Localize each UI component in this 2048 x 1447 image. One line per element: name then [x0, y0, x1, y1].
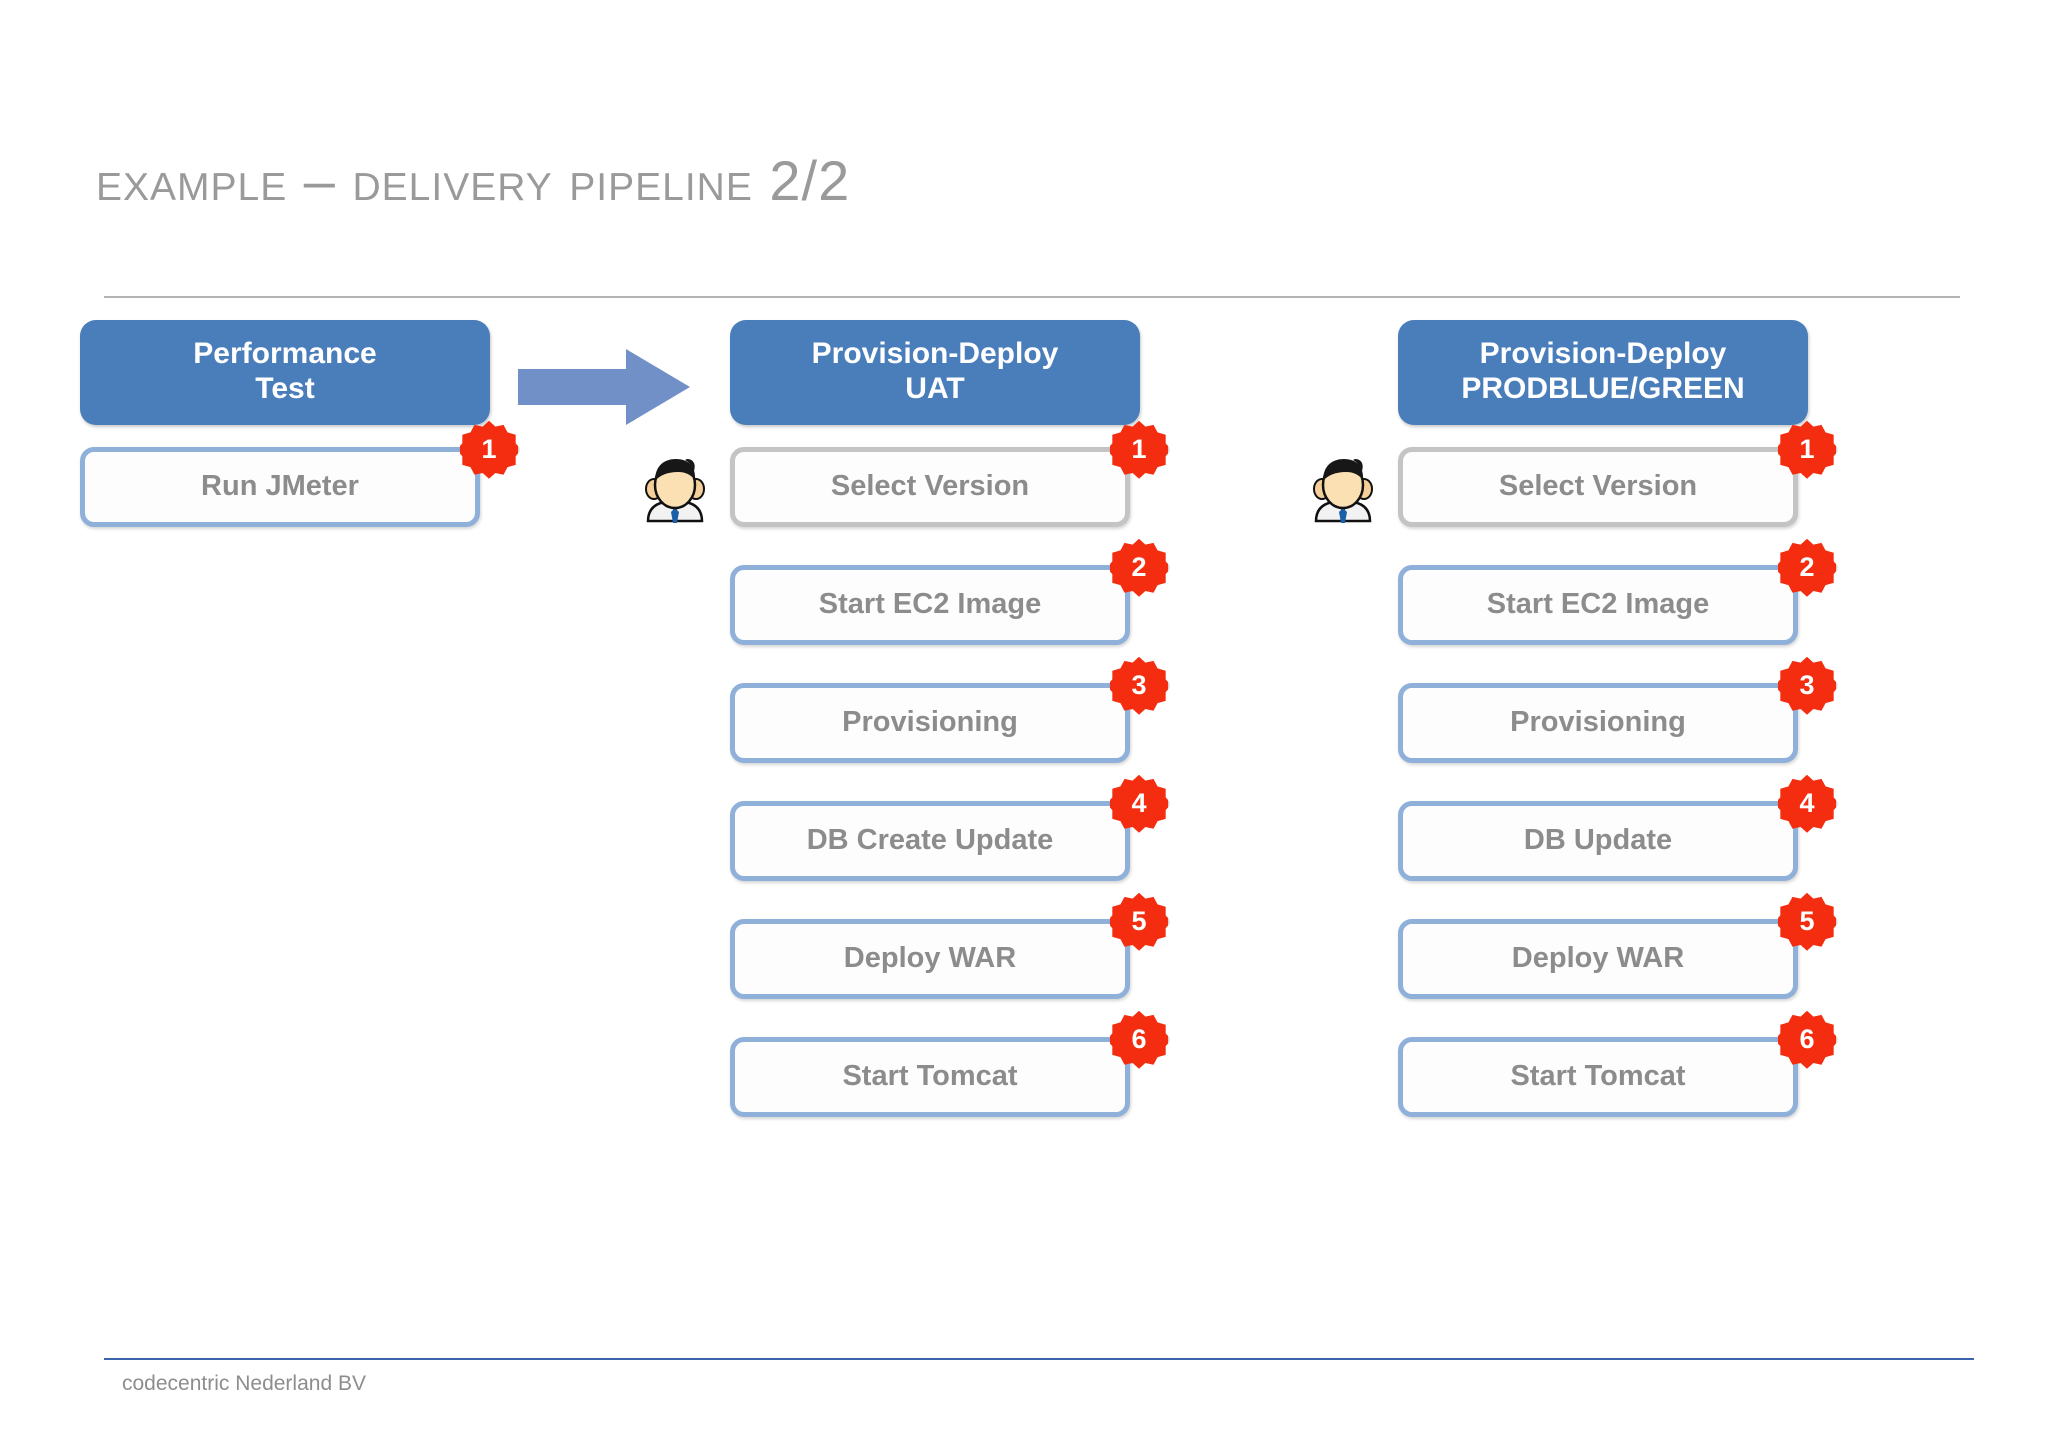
pipeline-column-uat: Provision-Deploy UAT Select Version — [645, 320, 1168, 1155]
step-box-deploy-war[interactable]: Deploy WAR — [1398, 918, 1798, 999]
pipeline-column-prod: Provision-Deploy PRODBLUE/GREEN Select V… — [1313, 320, 1836, 1155]
step-label: Start Tomcat — [842, 1060, 1018, 1093]
page-title: Example – Delivery Pipeline 2/2 — [96, 149, 851, 212]
stage-header-line: Test — [255, 372, 315, 406]
stage-header-uat: Provision-Deploy UAT — [730, 320, 1140, 425]
step-box-run-jmeter[interactable]: Run JMeter — [80, 446, 480, 527]
step-row: Run JMeter 1 — [80, 420, 518, 537]
step-box-start-ec2-image[interactable]: Start EC2 Image — [1398, 564, 1798, 645]
stage-header-prod: Provision-Deploy PRODBLUE/GREEN — [1398, 320, 1808, 425]
step-box-db-create-update[interactable]: DB Create Update — [730, 800, 1130, 881]
stage-header-line: Provision-Deploy — [1479, 337, 1727, 370]
stage-header-performance: Performance Test — [80, 320, 490, 425]
step-box-deploy-war[interactable]: Deploy WAR — [730, 918, 1130, 999]
step-row: DB Update 4 — [1398, 774, 1836, 891]
step-box-provisioning[interactable]: Provisioning — [1398, 682, 1798, 763]
step-list-performance: Run JMeter 1 — [80, 420, 518, 537]
step-box-select-version[interactable]: Select Version — [730, 446, 1130, 527]
footer-text: codecentric Nederland BV — [122, 1372, 366, 1395]
step-row: Deploy WAR 5 — [730, 892, 1168, 1009]
step-box-db-update[interactable]: DB Update — [1398, 800, 1798, 881]
step-box-select-version[interactable]: Select Version — [1398, 446, 1798, 527]
step-box-start-ec2-image[interactable]: Start EC2 Image — [730, 564, 1130, 645]
step-label: Run JMeter — [201, 470, 359, 503]
person-avatar-icon — [638, 453, 712, 527]
step-row: Provisioning 3 — [1398, 656, 1836, 773]
step-label: Start EC2 Image — [1486, 588, 1710, 621]
step-label: Select Version — [1498, 470, 1698, 503]
step-label: Provisioning — [1510, 706, 1686, 739]
step-label: Provisioning — [842, 706, 1018, 739]
step-row: Provisioning 3 — [730, 656, 1168, 773]
step-row: Start Tomcat 6 — [1398, 1010, 1836, 1127]
step-label: Start EC2 Image — [818, 588, 1042, 621]
step-row: DB Create Update 4 — [730, 774, 1168, 891]
step-label: Select Version — [830, 470, 1030, 503]
step-list-uat: Select Version 1 Start EC2 Image 2 Provi… — [645, 420, 1168, 1127]
step-list-prod: Select Version 1 Start EC2 Image 2 Provi… — [1313, 420, 1836, 1127]
step-box-start-tomcat[interactable]: Start Tomcat — [730, 1036, 1130, 1117]
step-label: Deploy WAR — [1511, 942, 1685, 975]
stage-header-line: Performance — [193, 337, 377, 370]
stage-header-line: UAT — [905, 372, 965, 406]
step-row: Start Tomcat 6 — [730, 1010, 1168, 1127]
footer-divider — [104, 1358, 1974, 1360]
person-avatar-icon — [1306, 453, 1380, 527]
step-row: Start EC2 Image 2 — [1398, 538, 1836, 655]
right-arrow-icon — [518, 349, 690, 425]
step-label: DB Create Update — [806, 824, 1054, 857]
step-box-provisioning[interactable]: Provisioning — [730, 682, 1130, 763]
step-row: Select Version 1 — [645, 420, 1168, 537]
step-box-start-tomcat[interactable]: Start Tomcat — [1398, 1036, 1798, 1117]
step-row: Select Version 1 — [1313, 420, 1836, 537]
pipeline-column-performance: Performance Test Run JMeter 1 — [80, 320, 518, 565]
step-row: Start EC2 Image 2 — [730, 538, 1168, 655]
stage-header-line: Provision-Deploy — [811, 337, 1059, 370]
step-row: Deploy WAR 5 — [1398, 892, 1836, 1009]
title-divider — [104, 296, 1960, 298]
step-label: DB Update — [1523, 824, 1673, 857]
step-label: Start Tomcat — [1510, 1060, 1686, 1093]
stage-header-line: PRODBLUE/GREEN — [1461, 372, 1745, 406]
step-label: Deploy WAR — [843, 942, 1017, 975]
